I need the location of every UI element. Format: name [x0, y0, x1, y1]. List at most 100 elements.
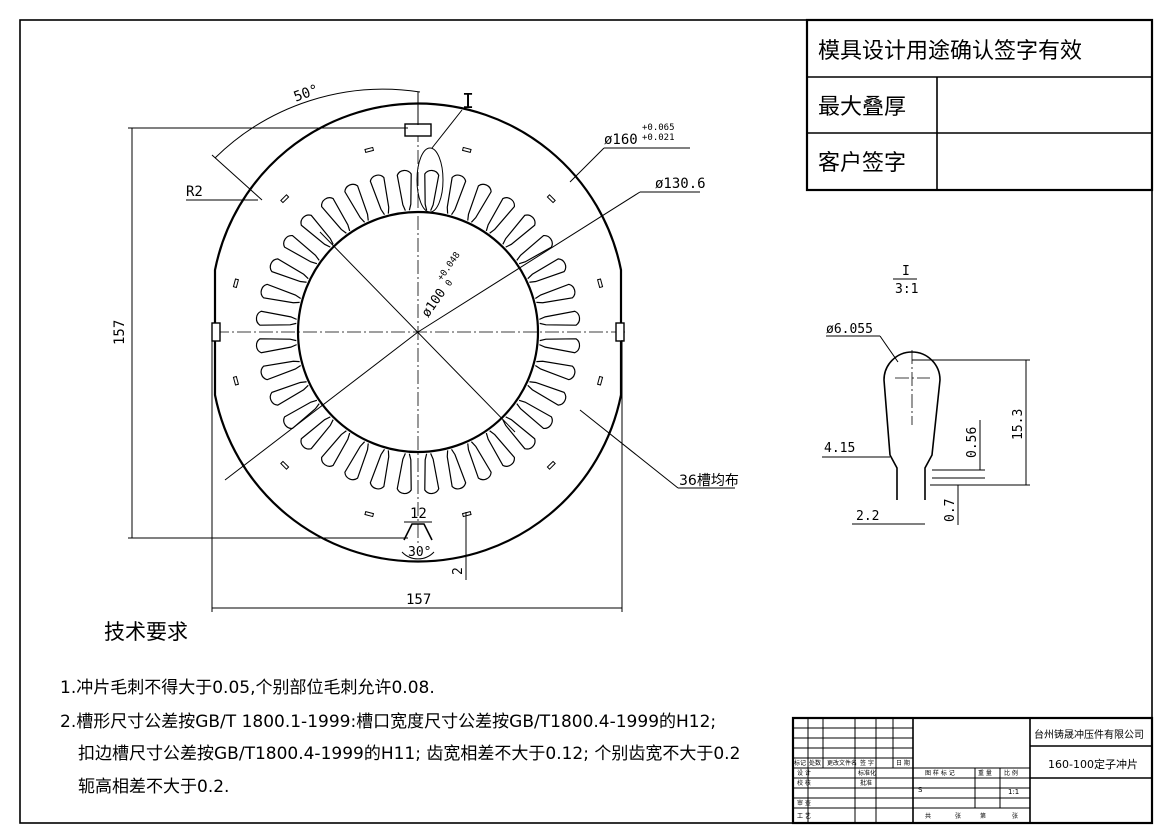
company-name: 台州铸晟冲压件有限公司: [1034, 728, 1144, 741]
bottom-v-notch: [403, 523, 433, 541]
detail-title: I: [902, 264, 910, 279]
stator-slot: [260, 283, 302, 304]
stator-slot: [534, 283, 576, 304]
d130-leader: [417, 191, 641, 333]
right-notch: [615, 322, 625, 342]
approve: 批准: [860, 779, 872, 787]
detail-d153-label: 15.3: [1011, 409, 1026, 440]
col-count: 处数: [809, 759, 821, 767]
stator-slot: [424, 169, 440, 211]
rivet-mark: [280, 460, 290, 470]
d130-label: ø130.6: [655, 176, 706, 192]
signoff-table: 模具设计用途确认签字有效 最大叠厚 客户签字: [805, 18, 1154, 192]
slots-leader: [579, 409, 679, 489]
stator-slot: [255, 310, 297, 326]
stator-slot: [516, 399, 553, 429]
scale-value: 1:1: [1008, 788, 1019, 796]
stator-slot: [269, 381, 309, 406]
slots-label: 36槽均布: [679, 473, 739, 489]
sheet-no: 第: [980, 812, 986, 820]
sheets: 张: [955, 812, 961, 820]
part-name: 160-100定子冲片: [1048, 757, 1138, 771]
stator-slot: [283, 235, 320, 265]
od-tol-lower: +0.021: [642, 133, 675, 143]
col-sign: 签 字: [860, 759, 874, 767]
stator-slot: [260, 360, 302, 381]
detail-d07-label: 0.7: [943, 499, 958, 522]
detail-d6-label: ø6.055: [826, 322, 873, 337]
col-file: 更改文件名: [827, 759, 857, 767]
notch-width-label: 12: [410, 506, 427, 522]
left-notch: [211, 322, 221, 342]
stator-slot: [269, 258, 309, 283]
detail-d415-label: 4.15: [824, 441, 855, 456]
stator-slot: [300, 416, 334, 450]
stator-slot: [321, 430, 351, 467]
ratio: 比 例: [1004, 769, 1018, 777]
rivet-mark: [546, 194, 556, 204]
diagonal-line: [224, 331, 419, 481]
stator-slot: [300, 214, 334, 248]
detail-d056-label: 0.56: [965, 427, 980, 458]
od-label: ø160: [604, 132, 638, 148]
od-leader: [569, 147, 605, 183]
notch-angle-label: 30°: [408, 545, 431, 560]
title-block: 标记 处数 更改文件名 签 字 日 期 设 计 校 核 审 查 工 艺 标准化 …: [791, 716, 1154, 825]
sheet-border: [19, 19, 1153, 824]
stator-slot: [396, 169, 412, 211]
notch-depth-label: 2: [451, 567, 466, 575]
requirement-line-3: 扣边槽尺寸公差按GB/T1800.4-1999的H11; 齿宽相差不大于0.12…: [78, 744, 741, 764]
rivet-mark: [232, 375, 240, 386]
stator-slot: [396, 453, 412, 495]
detail-i-ellipse: [416, 147, 444, 213]
stator-slot: [321, 197, 351, 234]
rivet-mark: [280, 194, 290, 204]
stator-slot: [424, 453, 440, 495]
stator-slot: [369, 448, 390, 490]
stator-slot: [344, 183, 369, 223]
requirements-heading: 技术要求: [104, 620, 188, 644]
detail-view-i: I 3:1 ø6.055 15.3 4.15 0.56 0.7 2.2: [822, 264, 1030, 525]
stator-lamination: I ø130.6 ø160 +0.065 +0.021 ø100 +0.048 …: [112, 82, 739, 612]
rivet-mark: [364, 146, 375, 154]
angle-50-label: 50°: [292, 82, 321, 106]
detail-marker: I: [462, 89, 474, 113]
rivet-marks-group: [232, 146, 604, 518]
outer-contour: [213, 102, 623, 563]
inner-bore: [296, 210, 540, 454]
stator-slot: [446, 174, 467, 216]
row-design: 设 计: [797, 769, 811, 777]
total: 共: [925, 812, 931, 820]
stator-slot: [516, 235, 553, 265]
stator-slot: [502, 416, 536, 450]
requirement-line-4: 轭高相差不大于0.2.: [78, 777, 230, 797]
stator-slot: [502, 214, 536, 248]
rivet-mark: [461, 510, 472, 518]
rivet-mark: [364, 510, 375, 518]
rivet-mark: [596, 278, 604, 289]
stator-slot: [485, 430, 515, 467]
slots-group: [255, 169, 581, 495]
stage-mark: 图 样 标 记: [925, 769, 955, 777]
stator-slot: [283, 399, 320, 429]
detail-d22-label: 2.2: [856, 509, 879, 524]
stator-slot: [539, 310, 581, 326]
standardize: 标准化: [858, 769, 876, 777]
stator-slot: [539, 338, 581, 354]
col-date: 日 期: [896, 759, 910, 767]
stator-slot: [255, 338, 297, 354]
od-tol-upper: +0.065: [642, 123, 675, 133]
bore-tol-upper: +0.048: [436, 250, 463, 282]
height-label: 157: [112, 320, 128, 345]
weight: 重 量: [978, 769, 992, 777]
row-check: 校 核: [797, 779, 811, 787]
slot-profile: [883, 351, 941, 500]
stator-slot: [344, 441, 369, 481]
stator-slot: [527, 258, 567, 283]
rivet-mark: [461, 146, 472, 154]
stator-slot: [527, 381, 567, 406]
signoff-header: 模具设计用途确认签字有效: [818, 39, 1082, 64]
stator-slot: [485, 197, 515, 234]
stator-slot: [467, 183, 492, 223]
